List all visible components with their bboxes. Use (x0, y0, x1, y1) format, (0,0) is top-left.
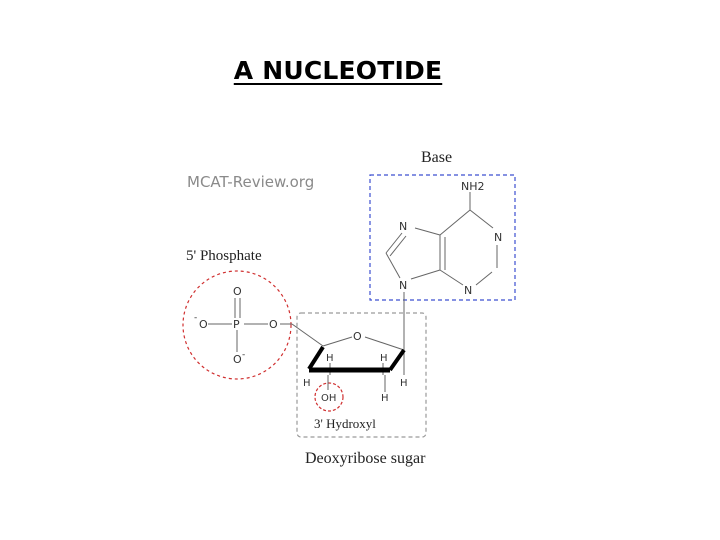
sugar-atoms: O H H H H OH H (303, 330, 408, 404)
phosphate-bonds (208, 298, 324, 352)
o-left-charge: - (194, 313, 197, 323)
phosphorus-atom: P (233, 318, 240, 331)
n3-atom: N (464, 284, 472, 297)
h-c4-atom: H (326, 353, 334, 364)
o-bridge-atom: O (269, 318, 278, 331)
base-label: Base (421, 149, 452, 166)
ring-o-atom: O (353, 330, 362, 343)
base-atoms: NH2 N N N N (399, 180, 502, 297)
o-bottom-charge: - (242, 350, 245, 360)
h-c2-right-atom: H (400, 378, 408, 389)
page-title: A NUCLEOTIDE (0, 56, 720, 85)
sugar-box (296, 312, 427, 438)
base-bonds (385, 192, 498, 350)
h-c3-atom: H (303, 378, 311, 389)
o-bottom-atom: O (233, 353, 242, 366)
n9-atom: N (399, 279, 407, 292)
n1-atom: N (494, 231, 502, 244)
phosphate-atoms: O - O P O - O (194, 285, 278, 366)
watermark-text: MCAT-Review.org (187, 173, 314, 191)
title-text: A NUCLEOTIDE (233, 56, 443, 85)
sugar-thick-bonds (307, 345, 406, 373)
o-top-atom: O (233, 285, 242, 298)
h-c2-down-atom: H (381, 393, 389, 404)
phosphate-circle (182, 270, 292, 380)
n7-atom: N (399, 220, 407, 233)
hydroxyl-circle (314, 382, 344, 412)
phosphate-label: 5' Phosphate (186, 248, 262, 264)
base-box (369, 174, 516, 301)
nh2-atom: NH2 (461, 180, 485, 193)
h-c1-atom: H (380, 353, 388, 364)
sugar-label: Deoxyribose sugar (305, 450, 426, 467)
hydroxyl-label: 3' Hydroxyl (314, 416, 376, 431)
o-left-atom: O (199, 318, 208, 331)
oh-atom: OH (321, 393, 336, 404)
